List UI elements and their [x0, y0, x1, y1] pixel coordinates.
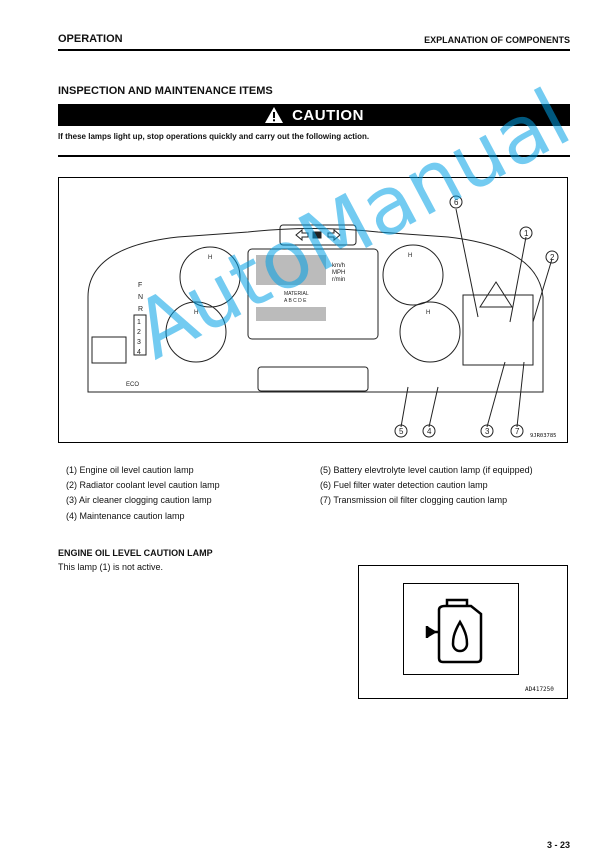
list-item: (7) Transmission oil filter clogging cau… [320, 495, 508, 506]
figure2-code: AD417250 [525, 686, 554, 693]
list-item: (5) Battery elevtrolyte level caution la… [320, 465, 533, 475]
caution-lamp-cluster [462, 294, 534, 366]
panel-outline [87, 228, 544, 393]
eco-label: ECO [126, 382, 139, 388]
turn-indicator-window [279, 224, 357, 246]
svg-text:7: 7 [515, 427, 520, 436]
turn-left-icon [295, 228, 309, 242]
subsection-title: ENGINE OIL LEVEL CAUTION LAMP [58, 548, 213, 558]
svg-text:2: 2 [550, 253, 555, 262]
callout-5 [394, 424, 408, 438]
gear-2: 2 [137, 329, 141, 336]
instrument-panel-illustration: H H H H km/h MPH r/min MATERIAL A B C D … [87, 195, 559, 438]
subsection-body: This lamp (1) is not active. [58, 562, 164, 572]
engine-oil-level-icon [425, 598, 483, 664]
gear-r: R [138, 306, 143, 313]
central-lcd [247, 248, 379, 340]
callout-line-6 [455, 208, 479, 318]
lamp-list-right: (5) Battery elevtrolyte level caution la… [320, 463, 533, 509]
list-item: (1) Engine oil level caution lamp [66, 465, 194, 475]
torque-converter-temp-gauge [382, 244, 444, 306]
caution-rule [58, 155, 570, 157]
lamp-list-left: (1) Engine oil level caution lamp (2) Ra… [66, 463, 220, 524]
callout-line-1 [509, 236, 527, 323]
callout-2 [545, 250, 559, 264]
instrument-panel-figure [58, 177, 568, 443]
list-item: (4) Maintenance caution lamp [66, 510, 185, 521]
figure-code: 9JR03785 [530, 433, 557, 439]
display-bar [257, 366, 369, 392]
svg-text:3: 3 [485, 427, 490, 436]
engine-oil-lamp-frame [403, 583, 519, 675]
gauge-high-label: H [208, 255, 212, 261]
list-item: (2) Radiator coolant level caution lamp [66, 480, 220, 491]
gear-f: F [138, 282, 142, 289]
odometer-display [256, 307, 326, 321]
coolant-temp-gauge [165, 301, 227, 363]
callout-7 [510, 424, 524, 438]
callout-line-5 [400, 386, 409, 428]
callout-3 [480, 424, 494, 438]
gear-number-box [133, 314, 147, 356]
list-item: (3) Air cleaner clogging caution lamp [66, 495, 212, 506]
material-label: MATERIAL [284, 291, 309, 297]
page-number: 3 - 23 [546, 840, 570, 850]
turn-right-icon [327, 228, 341, 242]
gear-1: 1 [137, 319, 141, 326]
callout-1 [519, 226, 533, 240]
section-title: INSPECTION AND MAINTENANCE ITEMS [58, 85, 273, 97]
gauge-high-label-4: H [426, 310, 430, 316]
svg-text:4: 4 [427, 427, 432, 436]
caution-label: CAUTION [292, 106, 364, 124]
warning-triangle-icon [265, 107, 284, 123]
gauge-high-label-2: H [194, 310, 198, 316]
rpm-unit-label: r/min [332, 277, 345, 283]
engine-oil-lamp-figure [358, 565, 568, 699]
callout-line-3 [486, 361, 506, 428]
callout-line-7 [516, 361, 525, 428]
callout-6 [449, 195, 463, 209]
header-chapter: EXPLANATION OF COMPONENTS [424, 35, 570, 45]
gear-3: 3 [137, 339, 141, 346]
speed-display [256, 255, 326, 285]
callout-line-2 [532, 258, 553, 323]
svg-text:1: 1 [524, 229, 529, 238]
gauge-high-label-3: H [408, 253, 412, 259]
gear-n: N [138, 294, 143, 301]
gear-4: 4 [137, 349, 141, 356]
caution-banner: CAUTION [58, 104, 570, 126]
header-section: OPERATION [58, 33, 123, 45]
material-letters: A B C D E [284, 298, 307, 304]
headlight-icon [312, 231, 322, 239]
callout-line-4 [428, 386, 439, 428]
fuel-gauge [179, 246, 241, 308]
caution-text: If these lamps light up, stop operations… [58, 132, 370, 141]
header-rule [58, 49, 570, 51]
speed-unit-alt-label: MPH [332, 270, 345, 276]
svg-text:6: 6 [454, 198, 459, 207]
speed-unit-label: km/h [332, 263, 345, 269]
callout-4 [422, 424, 436, 438]
transmission-temp-gauge [399, 301, 461, 363]
shift-display [91, 336, 127, 364]
svg-text:5: 5 [399, 427, 404, 436]
list-item: (6) Fuel filter water detection caution … [320, 480, 488, 491]
